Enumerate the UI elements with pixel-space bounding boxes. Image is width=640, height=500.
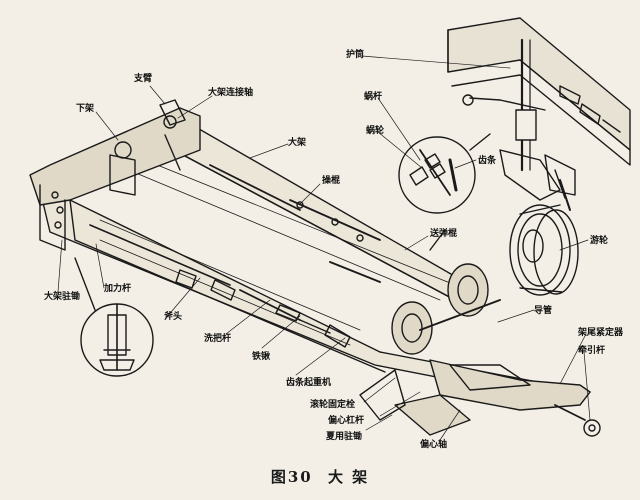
label-qianyingan: 牵引杆 — [578, 346, 606, 356]
label-futou: 斧头 — [164, 312, 183, 322]
label-pianxinzhou: 偏心轴 — [420, 440, 448, 450]
label-caogun: 操棍 — [322, 176, 341, 186]
trail-end — [359, 359, 601, 437]
label-jiawei-jindingqi: 架尾紧定器 — [578, 328, 624, 338]
label-youlun: 游轮 — [590, 236, 609, 246]
label-dajia-zhujiao: 大架驻锄 — [44, 292, 81, 302]
label-zhibi: 支臂 — [134, 74, 153, 84]
label-wolun: 蜗轮 — [366, 126, 385, 136]
label-pianxin-gangan: 偏心杠杆 — [328, 416, 365, 426]
label-tieqiao: 铁锹 — [252, 352, 271, 362]
leader-lines — [57, 55, 591, 441]
label-xiayong-zhuchu: 夏用驻锄 — [326, 432, 363, 442]
label-chitiao-qizhongji: 齿条起重机 — [286, 378, 332, 388]
label-gunlun-gudingshuan: 滚轮固定栓 — [310, 400, 356, 410]
label-hutong: 护筒 — [346, 50, 365, 60]
figure-title: 大 架 — [327, 468, 370, 486]
label-jialigan: 加力杆 — [104, 284, 132, 294]
callout-jack — [74, 257, 154, 377]
label-xibagan: 洗把杆 — [204, 334, 232, 344]
label-dajia-lianjiezhou: 大架连接轴 — [208, 88, 254, 98]
inset-wheel-detail — [447, 17, 631, 296]
label-xiajia: 下架 — [76, 104, 95, 114]
label-wogan: 蜗杆 — [364, 92, 383, 102]
transport-wheels — [391, 263, 501, 355]
label-daoguan: 导管 — [534, 306, 553, 316]
lower-carriage — [29, 99, 201, 251]
figure-number: 图30 — [270, 468, 313, 486]
label-chitiao: 齿条 — [478, 156, 497, 166]
figure-caption: 图30 大 架 — [0, 466, 640, 487]
callout-worm-gear — [398, 133, 491, 214]
label-songdangun: 送弹棍 — [430, 229, 458, 239]
label-dajia: 大架 — [288, 138, 307, 148]
